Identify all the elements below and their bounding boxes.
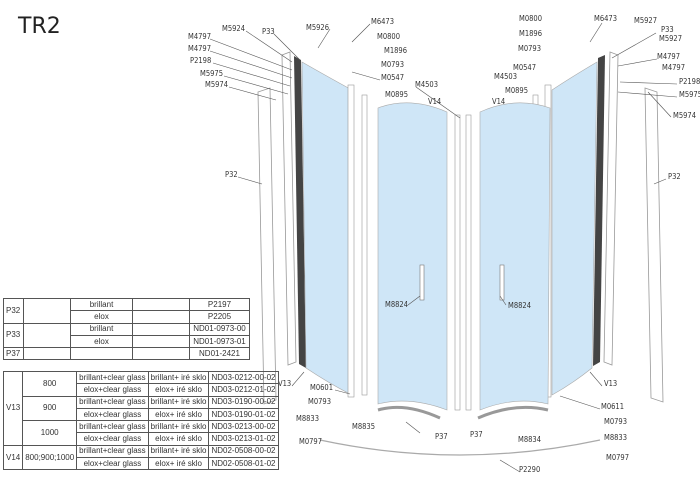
tray-profile-p2290: [319, 439, 601, 456]
label-m0601: M0601: [310, 383, 333, 392]
label-m5974-left: M5974: [205, 80, 228, 89]
label-m0800-left: M0800: [377, 32, 400, 41]
magnetic-strip-left: [454, 114, 461, 411]
label-m0547-right: M0547: [513, 63, 536, 72]
label-p32-right: P32: [668, 172, 681, 181]
label-m5974-right: M5974: [673, 111, 696, 120]
drawing-title: TR2: [18, 14, 61, 39]
label-m6473-right: M6473: [594, 14, 617, 23]
handle-left: [419, 264, 425, 301]
label-m0793-left-bottom: M0793: [308, 397, 331, 406]
label-m5927-1: M5927: [634, 16, 657, 25]
fixed-glass-right: [551, 61, 598, 396]
label-m1896-left: M1896: [384, 46, 407, 55]
label-m0800-right: M0800: [519, 14, 542, 23]
label-m4797-right-2: M4797: [662, 63, 685, 72]
door-glass-left: [377, 102, 448, 411]
seal-right: [593, 55, 605, 366]
seal-left: [294, 56, 306, 368]
profile-p33-right: [603, 51, 619, 366]
label-m0895-right: M0895: [505, 86, 528, 95]
handle-right: [499, 264, 505, 301]
label-m0797-right: M0797: [606, 453, 629, 462]
label-m8824-right: M8824: [508, 301, 531, 310]
door-profile-left: [361, 94, 368, 396]
bottom-profile-p37-left: [377, 405, 441, 420]
label-p2198-right: P2198: [679, 77, 700, 86]
label-m0793-right-bottom: M0793: [604, 417, 627, 426]
label-m4797-left-2: M4797: [188, 44, 211, 53]
label-m4797-right-1: M4797: [657, 52, 680, 61]
label-m1896-right: M1896: [519, 29, 542, 38]
label-p2290: P2290: [519, 465, 540, 474]
label-m0547-left: M0547: [381, 73, 404, 82]
label-m5927-2: M5927: [659, 34, 682, 43]
label-m4797-left-1: M4797: [188, 32, 211, 41]
label-m6473-left: M6473: [371, 17, 394, 26]
wall-profile-right: [644, 87, 664, 403]
label-p33-right: P33: [661, 25, 674, 34]
label-m0793-right-top: M0793: [518, 44, 541, 53]
label-m0793-left-top: M0793: [381, 60, 404, 69]
wall-profile-left: [257, 87, 277, 405]
label-m4503-right: M4503: [494, 72, 517, 81]
label-v14-left: V14: [428, 97, 441, 106]
label-m8824-left: M8824: [385, 300, 408, 309]
label-p33-left: P33: [262, 27, 275, 36]
label-v13-left: V13: [278, 379, 291, 388]
label-m5926: M5926: [306, 23, 329, 32]
fixed-glass-left: [301, 61, 353, 396]
label-m8833-left: M8833: [296, 414, 319, 423]
label-m8835: M8835: [352, 422, 375, 431]
label-p32-left: P32: [225, 170, 238, 179]
label-v14-right: V14: [492, 97, 505, 106]
magnetic-strip-right: [465, 114, 472, 411]
bottom-profile-p37-right: [477, 405, 549, 420]
label-p2198-left: P2198: [190, 56, 211, 65]
label-p37-left: P37: [435, 432, 448, 441]
label-m0611: M0611: [601, 402, 624, 411]
profile-p33-left: [281, 51, 297, 366]
label-m8833-right: M8833: [604, 433, 627, 442]
label-m0797-left: M0797: [299, 437, 322, 446]
label-m8834: M8834: [518, 435, 541, 444]
frame-post-left: [347, 84, 355, 398]
door-glass-right: [479, 102, 551, 411]
label-p37-right: P37: [470, 430, 483, 439]
leader-lines: [209, 22, 678, 473]
label-m5975-right: M5975: [679, 90, 700, 99]
part-labels: M5924 P33 M5926 M6473 M0800 M4797 M4797 …: [188, 14, 700, 474]
label-m0895-left: M0895: [385, 90, 408, 99]
label-m4503-left: M4503: [415, 80, 438, 89]
label-m5975-left: M5975: [200, 69, 223, 78]
label-m5924: M5924: [222, 24, 245, 33]
label-v13-right: V13: [604, 379, 617, 388]
